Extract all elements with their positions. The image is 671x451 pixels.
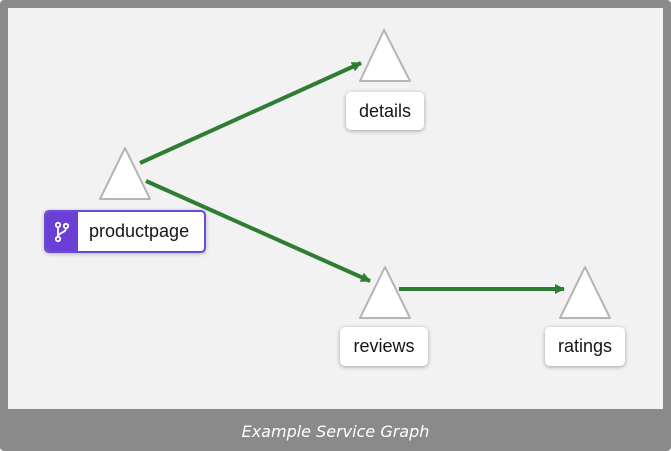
node-label-productpage[interactable]: productpage [44, 210, 206, 253]
figure-caption: Example Service Graph [241, 422, 430, 441]
productpage-triangle-icon[interactable] [99, 147, 151, 200]
graph-canvas: details productpage reviews ratings [8, 8, 663, 409]
node-label-text: ratings [557, 336, 613, 356]
node-ratings[interactable] [559, 266, 611, 319]
node-label-text: reviews [353, 336, 415, 356]
node-productpage[interactable] [99, 147, 151, 200]
node-label-text: productpage [89, 221, 190, 241]
git-branch-icon [46, 212, 78, 251]
edge-productpage-details[interactable] [139, 61, 362, 165]
node-label-text: details [358, 100, 412, 121]
service-graph [99, 29, 611, 319]
node-details[interactable] [359, 29, 411, 82]
node-label-reviews[interactable]: reviews [340, 327, 428, 366]
node-label-details[interactable]: details [346, 92, 424, 130]
reviews-triangle-icon[interactable] [359, 266, 411, 319]
ratings-triangle-icon[interactable] [559, 266, 611, 319]
node-label-ratings[interactable]: ratings [545, 327, 625, 366]
details-triangle-icon[interactable] [359, 29, 411, 82]
node-reviews[interactable] [359, 266, 411, 319]
edge-productpage-reviews[interactable] [145, 179, 371, 283]
